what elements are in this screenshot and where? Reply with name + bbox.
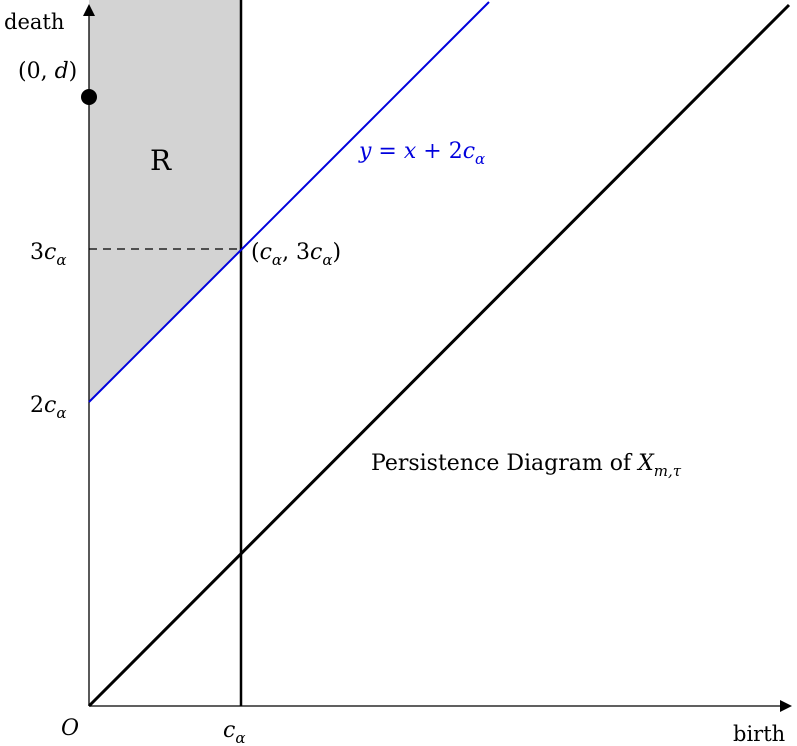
point-0-d-label: (0, d) [18,59,77,84]
blue-line-label: y = x + 2cα [358,139,485,168]
diagram-caption: Persistence Diagram of Xm,τ [371,451,682,480]
x-tick-c-alpha: cα [223,718,245,746]
y-axis-label: death [4,10,64,34]
x-axis-label: birth [733,722,785,746]
line-y-x-plus-2c-alpha [88,1,490,403]
point-0-d [81,89,97,105]
region-r-label: R [150,144,172,177]
y-tick-3c-alpha: 3cα [30,240,66,269]
region-r [89,0,241,402]
y-tick-2c-alpha: 2cα [30,393,66,422]
origin-label: O [61,716,79,741]
intersection-label: (cα, 3cα) [251,240,341,269]
diagonal-line [87,3,791,708]
